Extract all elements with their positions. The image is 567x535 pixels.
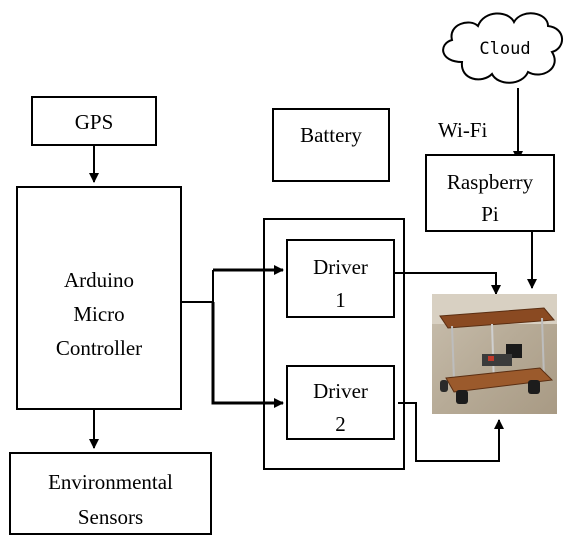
cloud-shape [442,12,563,84]
arduino-box: Arduino Micro Controller [16,186,182,410]
driver-container [263,218,405,470]
arduino-label-line3: Controller [55,336,143,360]
driver2-label-line2: 2 [335,412,346,436]
gps-box: GPS [31,96,157,146]
battery-label: Battery [300,123,362,147]
driver1-label-line1: Driver [313,255,368,279]
arduino-to-drivers-wire [180,270,214,303]
driver2-to-robot-arrow [398,402,504,462]
gps-label: GPS [74,110,114,134]
raspberry-label-line1: Raspberry [446,170,534,194]
sensors-label-line1: Environmental [48,470,173,494]
cloud-label: Cloud [479,39,531,59]
raspberry-label-line2: Pi [481,202,499,226]
driver1-to-robot-arrow [393,272,501,295]
driver2-box: Driver 2 [286,365,395,440]
arduino-label-line1: Arduino [64,268,134,292]
robot-photo [432,294,557,414]
raspberry-pi-box: Raspberry Pi [425,154,555,232]
arduino-to-driver2-line [211,302,284,408]
battery-box: Battery [272,108,390,182]
arduino-label-line2: Micro [73,302,125,326]
driver1-label-line2: 1 [335,288,346,312]
driver2-label-line1: Driver [313,379,368,403]
sensors-label-line2: Sensors [77,505,144,529]
environmental-sensors-box: Environmental Sensors [9,452,212,535]
driver1-box: Driver 1 [286,239,395,318]
wifi-label: Wi-Fi [438,118,488,142]
